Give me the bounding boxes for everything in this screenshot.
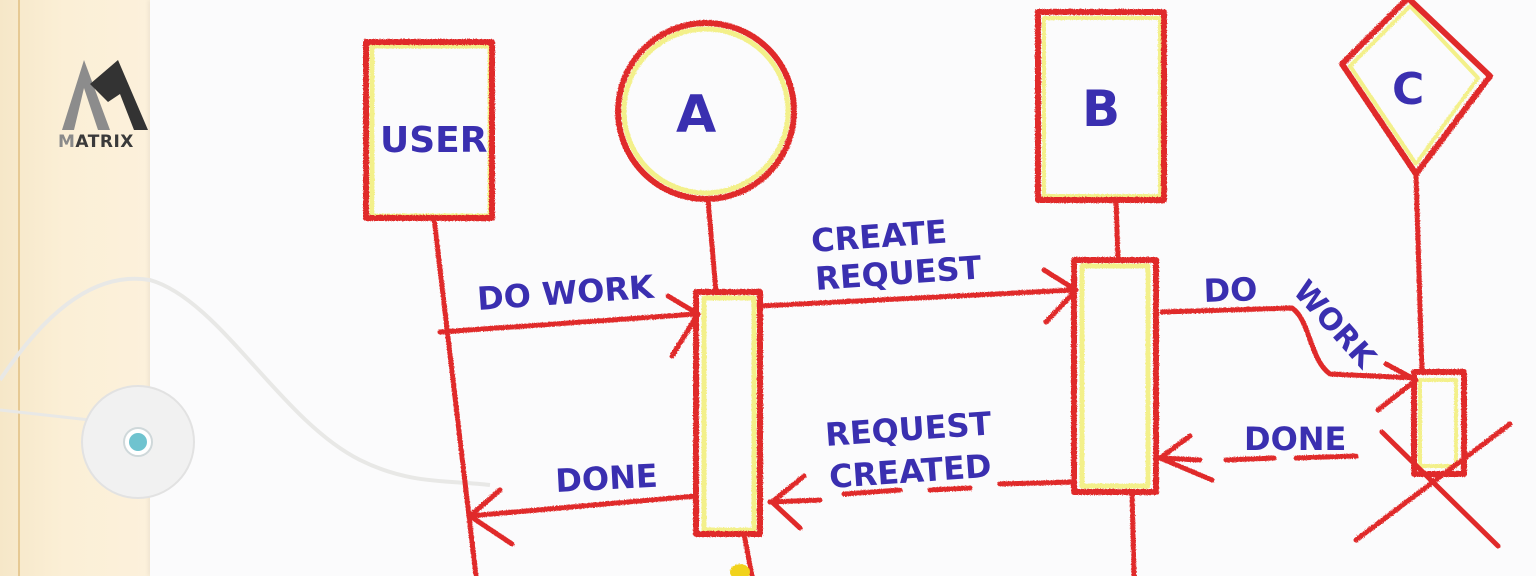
participant-b xyxy=(1035,9,1167,576)
message-label-do: DO xyxy=(1203,270,1258,310)
message-label-create: CREATE xyxy=(810,213,948,260)
lifeline-a xyxy=(705,196,719,295)
message-label-work: WORK xyxy=(1286,274,1383,377)
activation-c xyxy=(1411,369,1467,477)
message-done-c-b xyxy=(1157,433,1359,483)
participant-label-b: B xyxy=(1082,80,1120,138)
brand-wordmark: MATRIX xyxy=(58,132,134,152)
message-request-created-b-a xyxy=(767,473,1077,531)
lifeline-b xyxy=(1113,197,1121,263)
message-label-done-a: DONE xyxy=(554,457,658,500)
participant-label-user: USER xyxy=(380,120,487,161)
participant-a xyxy=(615,20,797,576)
participant-label-a: A xyxy=(676,85,716,145)
message-do-work-b-c xyxy=(1159,305,1419,413)
message-create-request-a-b xyxy=(757,267,1079,325)
paper-sheet xyxy=(150,0,1536,576)
lifeline-user xyxy=(431,215,479,576)
message-done-a-user xyxy=(467,487,699,547)
participant-c xyxy=(1339,0,1513,549)
activation-a xyxy=(693,289,763,537)
activation-b xyxy=(1071,257,1159,495)
matrix-m-logo-icon xyxy=(62,60,148,130)
brand-prefix: M xyxy=(58,132,76,152)
brand-rest: ATRIX xyxy=(75,132,134,152)
participant-label-c: C xyxy=(1392,64,1424,115)
message-label-do-work: DO WORK xyxy=(476,268,656,318)
message-label-request2: REQUEST xyxy=(824,404,993,454)
message-label-done-c: DONE xyxy=(1244,420,1346,458)
folder-edge xyxy=(18,0,20,576)
termination-x xyxy=(1379,429,1501,549)
lifeline-c xyxy=(1413,171,1425,375)
message-do-work-user-a xyxy=(437,293,701,359)
